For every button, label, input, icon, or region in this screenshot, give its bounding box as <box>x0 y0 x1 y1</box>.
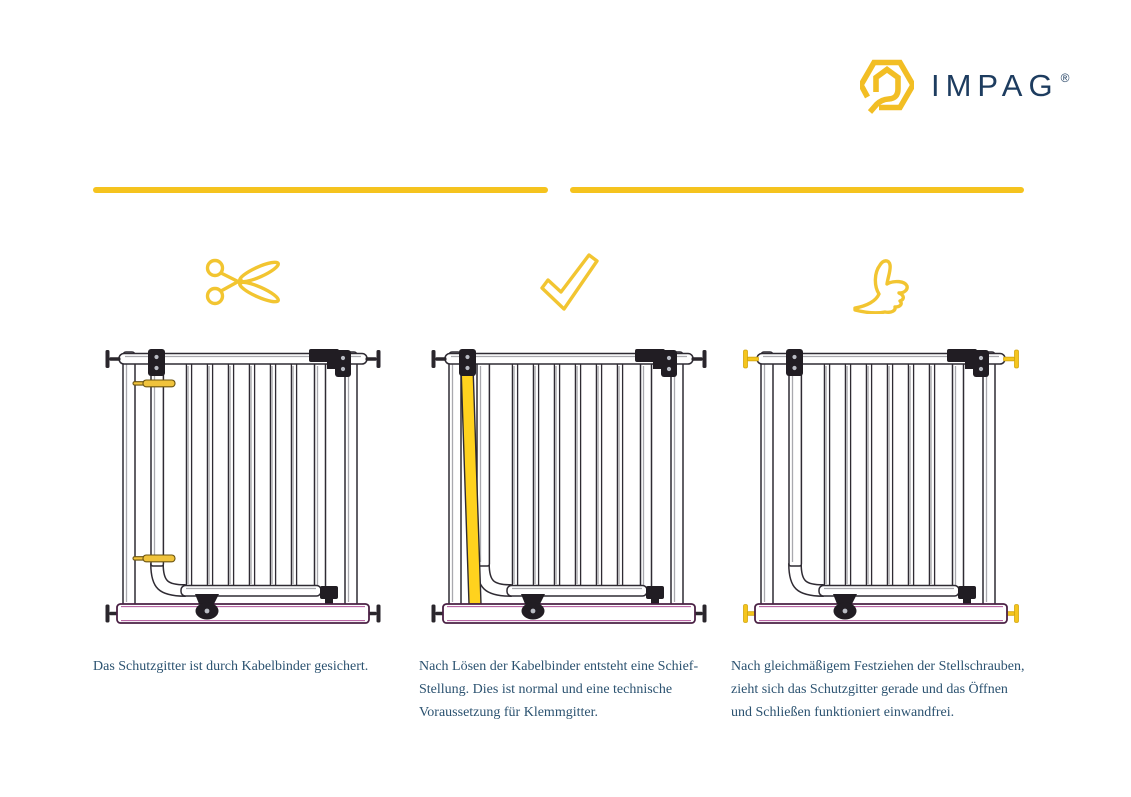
brand-name: IMPAG <box>931 67 1059 103</box>
scissors-icon <box>205 258 280 306</box>
safety-gate-illustration-tilted <box>419 338 719 638</box>
impag-logo: IMPAG® <box>860 56 1069 114</box>
step-3-caption: Nach gleichmäßigem Festziehen der Stells… <box>731 659 1025 720</box>
safety-gate-drawing <box>105 349 381 624</box>
safety-gate-drawing <box>743 349 1019 624</box>
safety-gate-illustration-cable-ties <box>93 338 393 638</box>
brand-wordmark: IMPAG® <box>931 70 1069 101</box>
step-3-icon-area <box>731 238 1031 326</box>
safety-gate-illustration-straight <box>731 338 1031 638</box>
step-1-caption: Das Schutzgitter ist durch Kabelbinder g… <box>93 659 369 674</box>
safety-gate-drawing <box>431 349 707 624</box>
step-2-caption: Nach Lösen der Kabelbinder entsteht eine… <box>419 659 699 720</box>
divider-line-left <box>93 187 548 193</box>
impag-hexagon-icon <box>860 59 914 114</box>
instruction-step-1: Das Schutzgitter ist durch Kabelbinder g… <box>93 238 393 679</box>
registered-trademark: ® <box>1060 70 1070 85</box>
check-icon <box>540 253 599 311</box>
instruction-step-2: Nach Lösen der Kabelbinder entsteht eine… <box>419 238 719 725</box>
step-1-icon-area <box>93 238 393 326</box>
instruction-step-3: Nach gleichmäßigem Festziehen der Stells… <box>731 238 1031 725</box>
divider-line-right <box>570 187 1024 193</box>
step-2-icon-area <box>419 238 719 326</box>
thumbs-up-icon <box>853 259 909 314</box>
